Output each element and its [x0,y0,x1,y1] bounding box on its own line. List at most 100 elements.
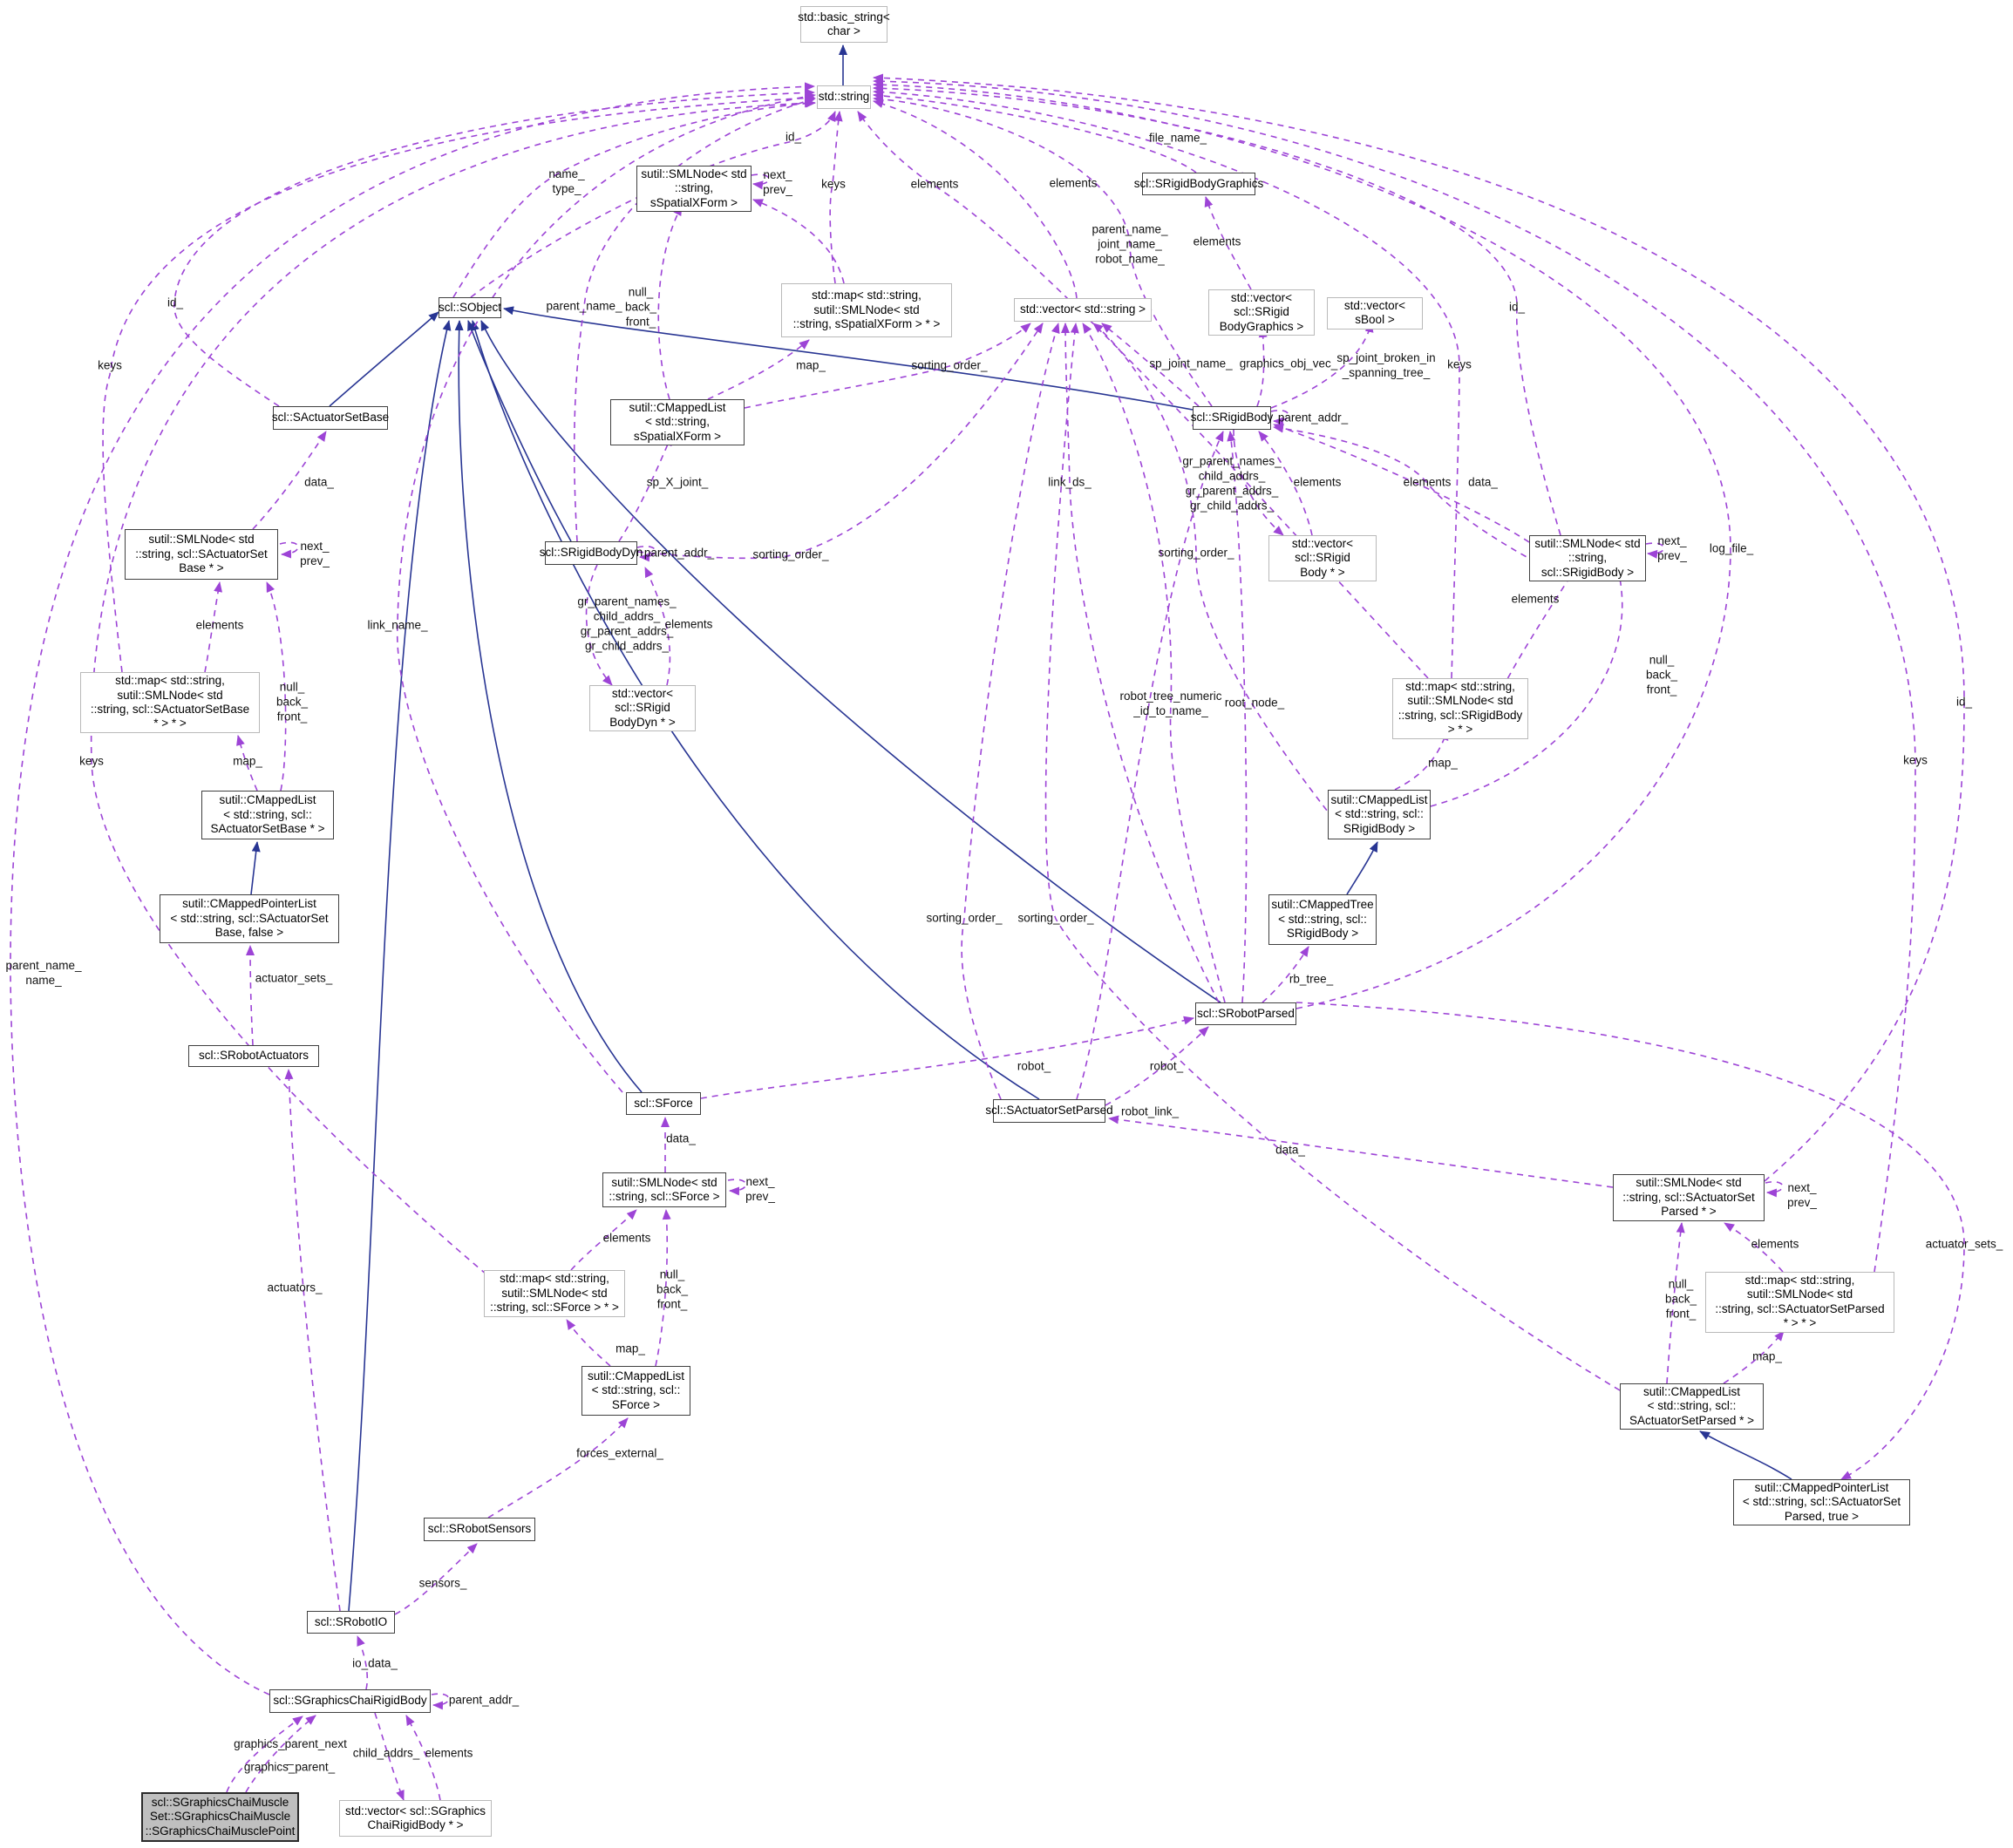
node-srobotactuators[interactable]: scl::SRobotActuators [188,1045,319,1067]
node-smlnode-xform[interactable]: sutil::SMLNode< std ::string, sSpatialXF… [636,166,751,213]
node-srigidbody[interactable]: scl::SRigidBody [1191,406,1273,430]
edge-label-name-: name_ type_ [548,167,585,195]
edge-cml-sap-to-vec-string-sorting [1044,323,1621,1391]
node-cml-srb[interactable]: sutil::CMappedList < std::string, scl:: … [1328,790,1431,839]
edge-label-sensors-: sensors_ [418,1576,467,1590]
edge-cmt-srb-to-cml-srb [1346,841,1378,895]
node-map-srb[interactable]: std::map< std::string, sutil::SMLNode< s… [1392,678,1528,739]
edge-srigidbody-parent-addr-loop [1270,410,1289,426]
edge-smlnode-sap-loop [1765,1181,1784,1198]
edge-cml-sap-to-map-sap [1723,1330,1785,1384]
edge-label-null-: null_ back_ front_ [1664,1277,1697,1321]
node-sobject[interactable]: scl::SObject [439,297,501,318]
node-srobotio[interactable]: scl::SRobotIO [307,1611,395,1634]
edge-sobject-to-string-name-type [452,99,816,298]
node-cmt-srb[interactable]: sutil::CMappedTree < std::string, scl:: … [1268,894,1377,945]
node-cml-sap[interactable]: sutil::CMappedList < std::string, scl:: … [1620,1383,1764,1430]
edge-cml-sforce-to-smlnode-sforce [655,1209,671,1367]
edge-vec-srbgraphics-to-srigidbodygraphics [1204,196,1252,290]
node-vec-string[interactable]: std::vector< std::string > [1014,298,1152,322]
edge-label-null-: null_ back_ front_ [624,285,657,329]
edge-srobotactuators-to-cmpl-sab [246,945,255,1046]
node-sgraphicschairigidbody[interactable]: scl::SGraphicsChaiRigidBody [269,1689,431,1713]
edge-srigidbodydyn-parent-addr-loop [636,546,656,562]
node-basic-string[interactable]: std::basic_string< char > [798,6,890,43]
node-vec-sbool[interactable]: std::vector< sBool > [1327,297,1423,330]
edge-smlnode-srb-loop [1645,542,1665,559]
edge-label-keys: keys [1903,753,1928,767]
edge-sgcrb-to-vec-sgcrb [374,1712,405,1801]
edge-muscle-point-to-sgcrb [226,1716,303,1793]
node-map-sab[interactable]: std::map< std::string, sutil::SMLNode< s… [80,672,260,733]
edge-sgcrb-parent-addr-loop [431,1693,450,1710]
edge-sforce-to-string-linkname [396,92,816,1093]
node-smlnode-srb[interactable]: sutil::SMLNode< std ::string, scl::SRigi… [1529,535,1646,582]
node-srobotparsed[interactable]: scl::SRobotParsed [1195,1002,1296,1025]
edge-label-sorting-order-: sorting_order_ [926,911,1003,925]
edge-label-keys: keys [1447,357,1472,371]
edge-label-next-: next_ prev_ [1787,1181,1817,1209]
edge-label-io-data-: io_data_ [352,1656,398,1670]
edge-map-sap-to-string-keys [873,77,1916,1273]
edge-sactuatorsetparsed-to-srigidbody [1076,431,1224,1100]
edge-smlnode-sap-to-sactuatorsetparsed [1108,1115,1614,1188]
edge-map-srb-to-string-keys2 [873,87,1460,679]
edge-srigidbodydyn-to-string-parentname [573,97,816,542]
edge-label-data-: data_ [1468,475,1498,489]
edge-label-parent-name-: parent_name_ name_ [5,959,82,987]
edge-label-sorting-order-: sorting_order_ [1017,911,1094,925]
edge-srobotio-to-srobotsensors [394,1543,478,1615]
edge-label-elements: elements [1293,475,1342,489]
edge-label-sp-joint-name-: sp_joint_name_ [1149,357,1233,370]
node-srobotsensors[interactable]: scl::SRobotSensors [424,1518,535,1541]
edge-label-link-ds-: link_ds_ [1048,475,1092,489]
node-srigidbodygraphics[interactable]: scl::SRigidBodyGraphics [1134,173,1263,195]
node-map-xform[interactable]: std::map< std::string, sutil::SMLNode< s… [781,283,952,337]
edge-cml-xform-to-map-xform [707,339,810,400]
node-smlnode-sforce[interactable]: sutil::SMLNode< std ::string, scl::SForc… [602,1172,726,1207]
edge-map-xform-to-string-keys [829,111,843,284]
node-cml-sab[interactable]: sutil::CMappedList < std::string, scl:: … [201,791,334,839]
node-sforce[interactable]: scl::SForce [626,1092,701,1115]
node-cmpl-sap[interactable]: sutil::CMappedPointerList < std::string,… [1733,1479,1910,1526]
edge-sactuatorsetparsed-to-vec-string-sorting [961,323,1060,1100]
node-vec-srbgraphics[interactable]: std::vector< scl::SRigid BodyGraphics > [1208,289,1315,336]
node-map-sforce[interactable]: std::map< std::string, sutil::SMLNode< s… [484,1270,625,1317]
node-smlnode-sap[interactable]: sutil::SMLNode< std ::string, scl::SActu… [1613,1174,1765,1221]
node-std-string[interactable]: std::string [817,85,871,109]
node-vec-srbdyn[interactable]: std::vector< scl::SRigid BodyDyn * > [589,685,696,732]
node-cmpl-sab[interactable]: sutil::CMappedPointerList < std::string,… [160,894,339,943]
edge-label-elements: elements [664,617,713,631]
node-vec-srb[interactable]: std::vector< scl::SRigid Body * > [1268,535,1377,582]
node-map-sap[interactable]: std::map< std::string, sutil::SMLNode< s… [1705,1272,1894,1333]
edge-vec-sgcrb-to-sgcrb [405,1715,441,1801]
edge-label-graphics-parent-: graphics_parent_ [243,1760,336,1774]
edge-label-graphics-parent-next: graphics_parent_next _ [234,1737,347,1765]
node-cml-sforce[interactable]: sutil::CMappedList < std::string, scl:: … [581,1366,690,1416]
edge-srigidbody-to-sobject [503,306,1194,411]
edge-sforce-to-srobotparsed [700,1016,1194,1099]
node-cml-xform[interactable]: sutil::CMappedList < std::string, sSpati… [610,399,745,446]
edge-label-id-: id_ [1508,300,1526,314]
edge-map-srb-to-string-elements [857,111,1429,679]
edge-map-sab-to-string-keys [102,93,815,673]
node-vec-sgcrb[interactable]: std::vector< scl::SGraphics ChaiRigidBod… [339,1800,492,1837]
node-srigidbodydyn[interactable]: scl::SRigidBodyDyn [540,541,643,565]
edge-cml-srb-to-smlnode-srb [1430,569,1625,807]
edge-cml-srb-to-map-srb [1394,730,1449,791]
edge-label-parent-name-: parent_name_ joint_name_ robot_name_ [1092,222,1168,266]
node-smlnode-sab[interactable]: sutil::SMLNode< std ::string, scl::SActu… [125,529,278,580]
node-sactuatorsetparsed[interactable]: scl::SActuatorSetParsed [985,1099,1113,1123]
edge-label-actuator-sets-: actuator_sets_ [255,971,333,985]
edge-srobotparsed-to-vec-string-linkds [1061,323,1220,1003]
edge-label-sorting-order-: sorting_order_ [911,358,988,372]
edge-label-id-: id_ [1955,695,1973,709]
node-sactuatorsetbase[interactable]: scl::SActuatorSetBase [272,406,389,430]
edge-vec-srbdyn-to-srigidbodydyn [644,567,671,686]
edge-label-elements: elements [195,618,244,632]
edge-smlnode-xform-loop [751,173,770,190]
edge-label-parent-addr-: parent_addr_ [643,546,715,560]
edge-label-next-: next_ prev_ [763,168,792,196]
edge-label-keys: keys [98,358,122,372]
